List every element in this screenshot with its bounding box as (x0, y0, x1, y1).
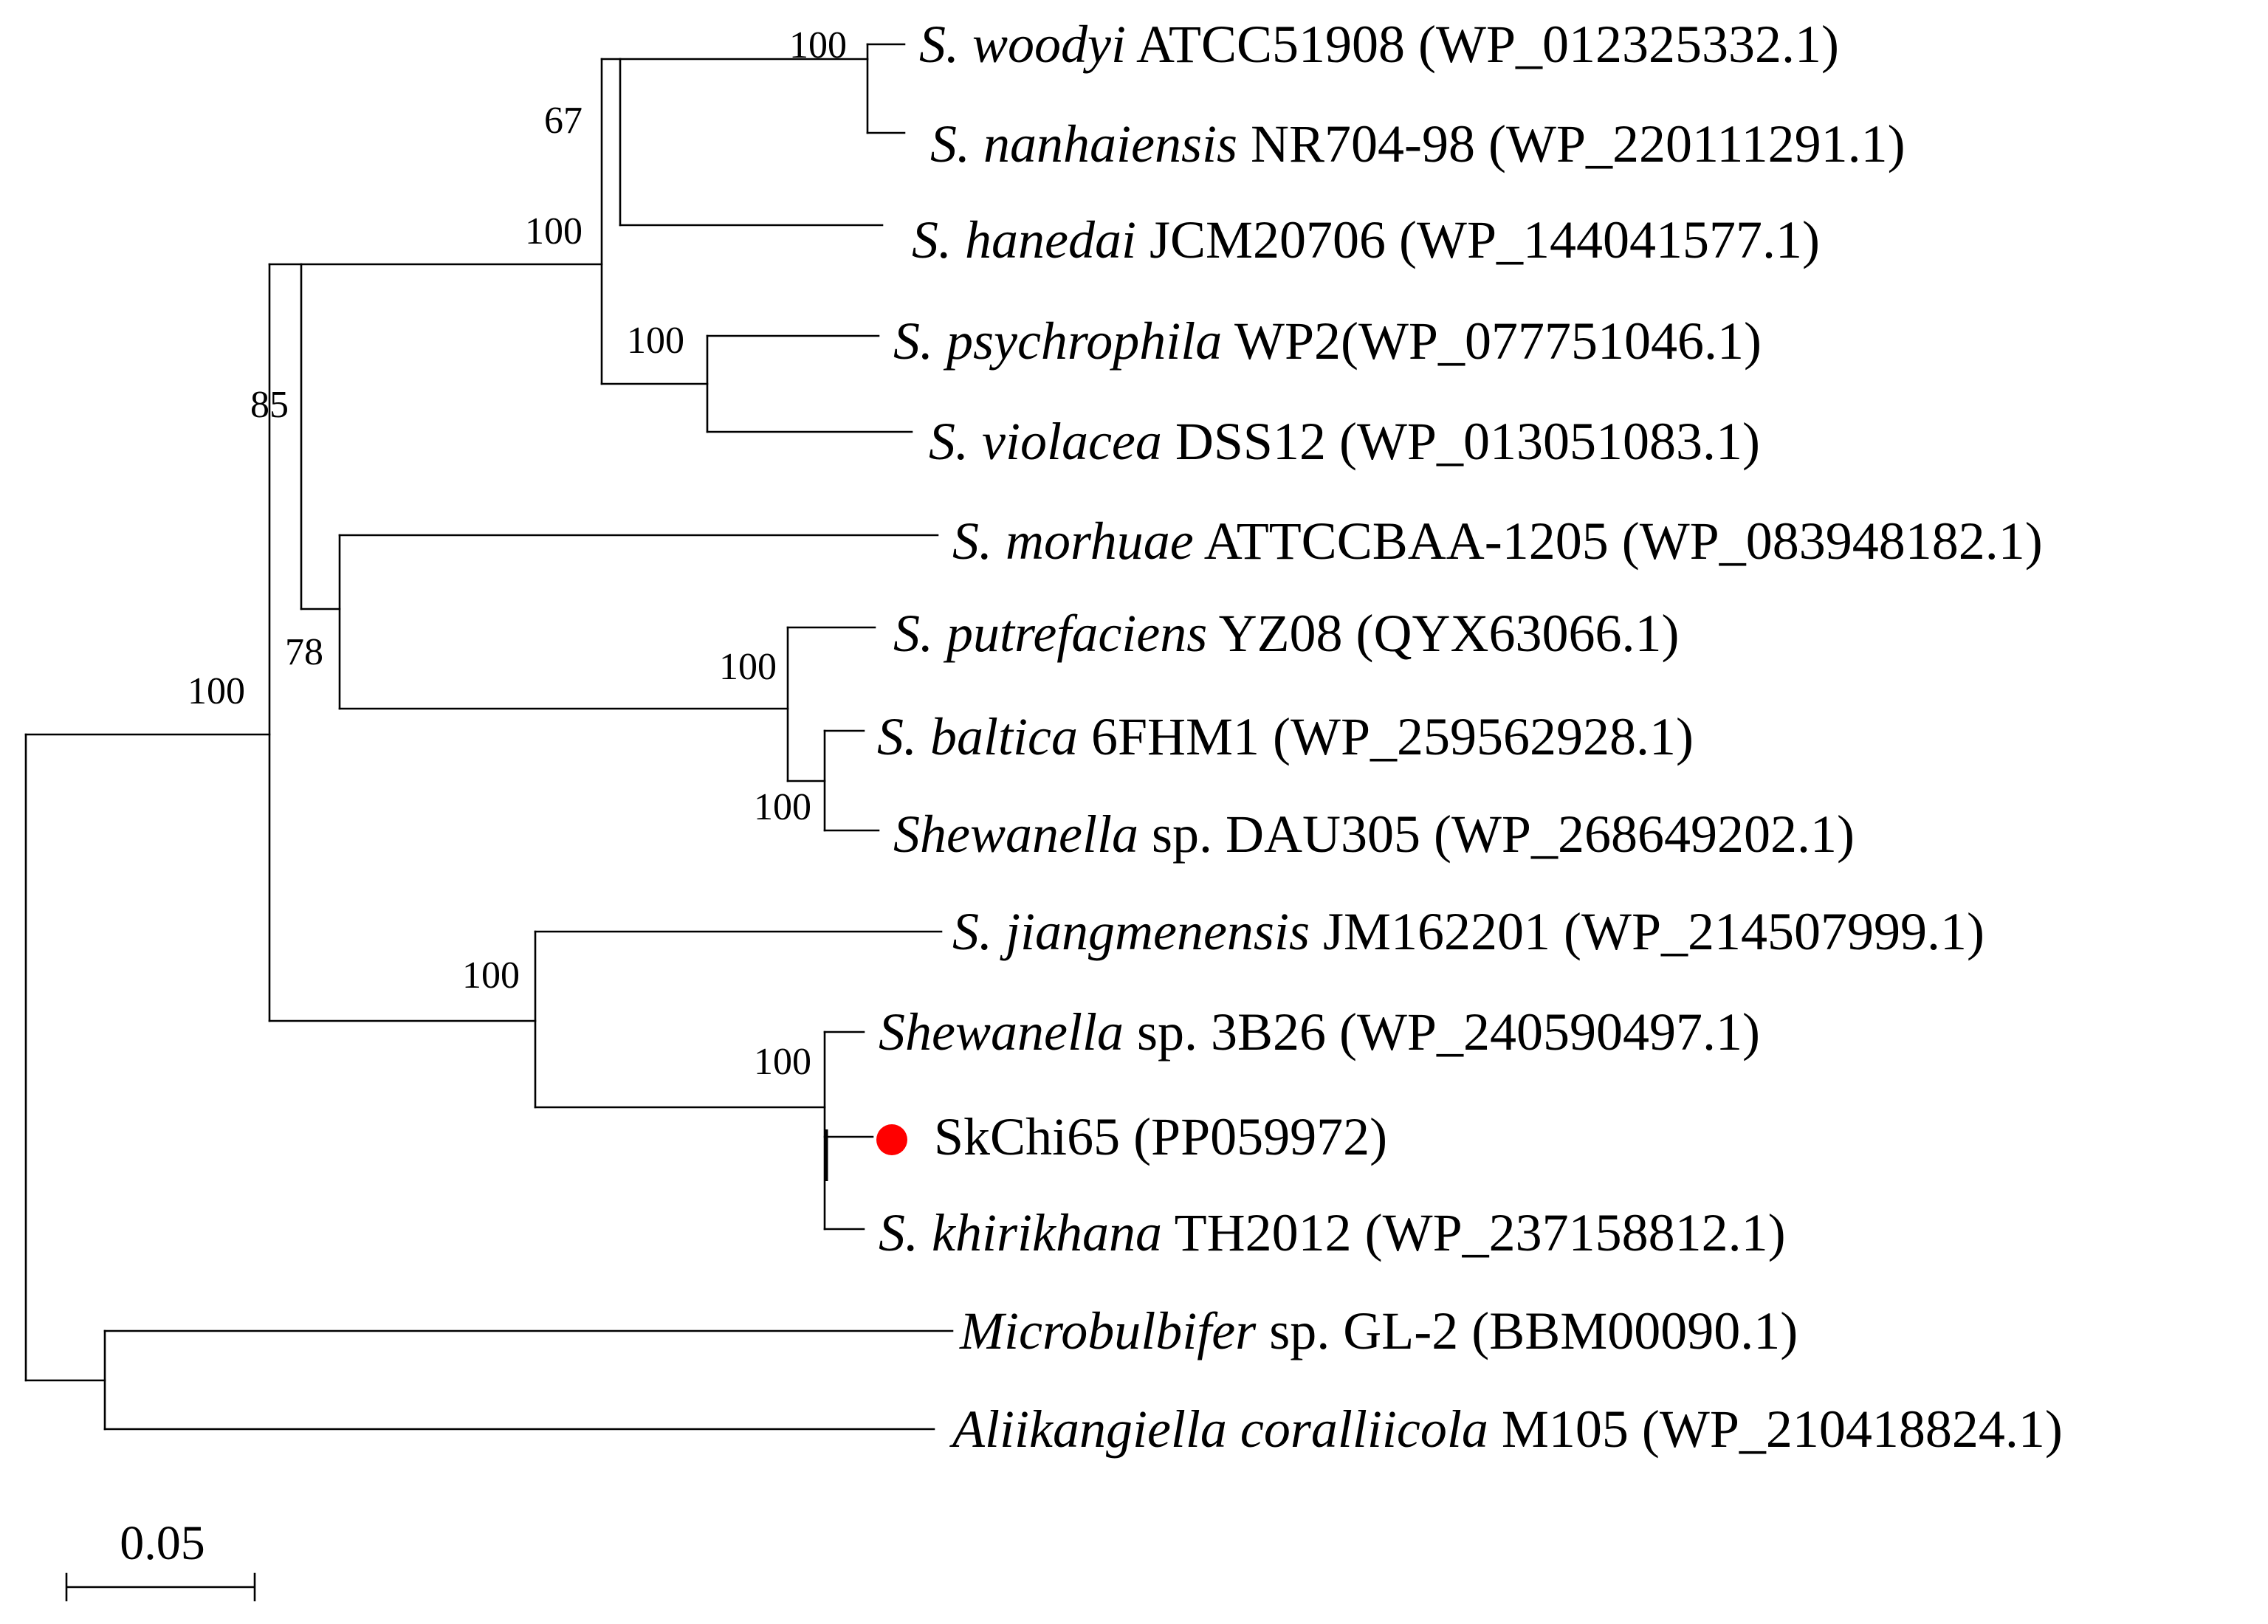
leaf-species-name: S. hanedai (912, 210, 1136, 269)
bootstrap-value: 100 (789, 24, 847, 66)
leaf-label-woodyi: S. woodyi ATCC51908 (WP_012325332.1) (919, 15, 1839, 74)
scale-bar-label: 0.05 (120, 1516, 205, 1570)
scale-bar-line (65, 1572, 256, 1602)
bootstrap-value: 100 (754, 786, 811, 828)
leaf-species-name: S. putrefaciens (893, 604, 1207, 663)
leaf-strain-accession: ATCC51908 (WP_012325332.1) (1126, 15, 1839, 74)
leaf-species-name: S. woodyi (919, 15, 1126, 74)
leaf-strain-accession: M105 (WP_210418824.1) (1488, 1400, 2063, 1459)
bootstrap-value: 67 (544, 100, 583, 142)
leaf-label-violacea: S. violacea DSS12 (WP_013051083.1) (929, 412, 1760, 471)
leaf-strain-accession: sp. 3B26 (WP_240590497.1) (1124, 1002, 1760, 1062)
leaf-species-name: S. psychrophila (893, 312, 1222, 371)
leaf-labels: S. woodyi ATCC51908 (WP_012325332.1) S. n… (876, 15, 2063, 1459)
leaf-strain-accession: JCM20706 (WP_144041577.1) (1136, 210, 1820, 269)
leaf-species-name: S. violacea (929, 412, 1162, 471)
bootstrap-value: 78 (285, 631, 323, 673)
leaf-species-name: Microbulbifer (959, 1301, 1257, 1360)
leaf-label-putrefaciens: S. putrefaciens YZ08 (QYX63066.1) (893, 604, 1680, 663)
leaf-species-name: S. jiangmenensis (952, 902, 1310, 961)
bootstrap-value: 100 (525, 210, 583, 252)
leaf-label-skchi65: SkChi65 (PP059972) (934, 1107, 1387, 1166)
leaf-species-name: S. nanhaiensis (930, 114, 1237, 173)
leaf-strain-accession: NR704-98 (WP_220111291.1) (1237, 114, 1906, 173)
bootstrap-value: 100 (627, 320, 684, 362)
leaf-strain-accession: sp. DAU305 (WP_268649202.1) (1138, 805, 1855, 864)
leaf-label-sp3b26: Shewanella sp. 3B26 (WP_240590497.1) (879, 1002, 1760, 1062)
leaf-strain-accession: 6FHM1 (WP_259562928.1) (1078, 707, 1694, 766)
bootstrap-value: 100 (719, 646, 777, 688)
leaf-label-khirikhana: S. khirikhana TH2012 (WP_237158812.1) (879, 1203, 1786, 1262)
leaf-label-nanhaiensis: S. nanhaiensis NR704-98 (WP_220111291.1) (930, 114, 1906, 173)
highlight-marker-icon (876, 1124, 907, 1155)
leaf-label-jiangmenensis: S. jiangmenensis JM162201 (WP_214507999.… (952, 902, 1984, 961)
leaf-strain-accession: sp. GL-2 (BBM00090.1) (1256, 1301, 1798, 1360)
leaf-species-name: Aliikangiella coralliicola (949, 1400, 1488, 1459)
scale-bar: 0.05 (65, 1516, 256, 1602)
leaf-label-hanedai: S. hanedai JCM20706 (WP_144041577.1) (912, 210, 1820, 269)
leaf-species-name: S. khirikhana (879, 1203, 1162, 1262)
bootstrap-value: 85 (250, 384, 289, 426)
leaf-strain-accession: TH2012 (WP_237158812.1) (1162, 1203, 1786, 1262)
leaf-strain-accession: JM162201 (WP_214507999.1) (1310, 902, 1984, 961)
leaf-label-dau305: Shewanella sp. DAU305 (WP_268649202.1) (893, 805, 1855, 864)
leaf-label-aliikangiella: Aliikangiella coralliicola M105 (WP_2104… (949, 1400, 2063, 1459)
bootstrap-value: 100 (188, 670, 245, 712)
leaf-label-microbulbifer: Microbulbifer sp. GL-2 (BBM00090.1) (959, 1301, 1798, 1360)
leaf-strain-accession: ATTCCBAA-1205 (WP_083948182.1) (1194, 512, 2043, 571)
leaf-label-morhuae: S. morhuae ATTCCBAA-1205 (WP_083948182.1… (952, 512, 2043, 571)
leaf-species-name: Shewanella (879, 1002, 1124, 1062)
tree-branches (24, 43, 954, 1431)
leaf-label-psychrophila: S. psychrophila WP2(WP_077751046.1) (893, 312, 1762, 371)
leaf-species-name: Shewanella (893, 805, 1138, 864)
bootstrap-value: 100 (462, 954, 520, 997)
leaf-species-name: S. morhuae (952, 512, 1194, 571)
leaf-strain-accession: WP2(WP_077751046.1) (1222, 312, 1762, 371)
leaf-species-name: S. baltica (877, 707, 1078, 766)
leaf-label-baltica: S. baltica 6FHM1 (WP_259562928.1) (877, 707, 1694, 766)
bootstrap-value: 100 (754, 1041, 811, 1083)
bootstrap-values: 100 67 100 100 85 78 100 100 100 100 100 (188, 24, 847, 1083)
leaf-strain-accession: SkChi65 (PP059972) (934, 1107, 1387, 1166)
leaf-strain-accession: YZ08 (QYX63066.1) (1207, 604, 1679, 663)
leaf-strain-accession: DSS12 (WP_013051083.1) (1162, 412, 1760, 471)
